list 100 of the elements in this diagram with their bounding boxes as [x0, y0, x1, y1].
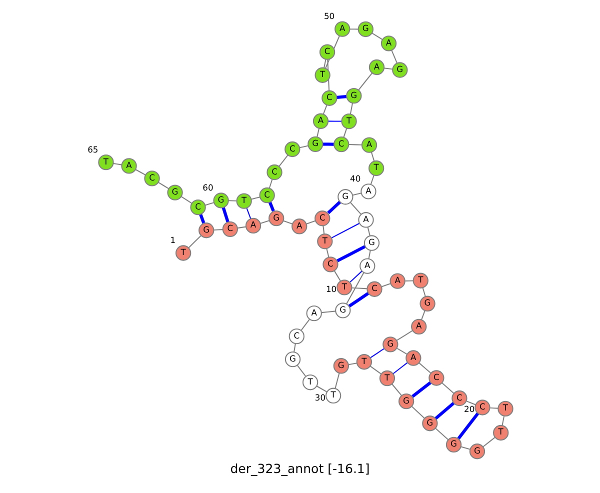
- connector: [358, 72, 373, 90]
- connector: [181, 196, 192, 204]
- node-circle: C: [366, 281, 382, 297]
- node-circle: A: [292, 218, 308, 234]
- node-circle: G: [422, 416, 438, 432]
- connector: [297, 365, 306, 376]
- node-circle: C: [284, 141, 300, 158]
- connector: [412, 381, 432, 398]
- node-circle: A: [361, 137, 378, 153]
- connector: [336, 94, 347, 99]
- node-circle: A: [306, 305, 322, 322]
- node-circle: C: [322, 256, 338, 272]
- connector: [490, 407, 498, 409]
- node-circle: A: [360, 184, 376, 200]
- connector: [214, 229, 223, 231]
- node-circle: C: [322, 90, 338, 106]
- connector: [334, 270, 341, 282]
- connector: [336, 245, 366, 262]
- connector: [352, 287, 368, 290]
- caption: der_323_annot [-16.1]: [230, 460, 370, 476]
- connector: [350, 270, 362, 282]
- node-label: 65: [88, 144, 98, 154]
- node-circle: C: [288, 328, 304, 344]
- node-label: 20: [464, 404, 475, 414]
- connector: [502, 416, 505, 426]
- connector: [435, 428, 449, 440]
- connector: [392, 384, 402, 396]
- node-circle: G: [382, 336, 398, 352]
- node-circle: G: [308, 136, 324, 152]
- connector: [442, 382, 454, 394]
- node-circle: G: [213, 192, 229, 208]
- connector: [466, 400, 476, 406]
- node-circle: T: [98, 154, 114, 170]
- connector: [434, 402, 455, 420]
- connector: [322, 310, 336, 314]
- connector: [334, 372, 340, 389]
- node-circle: A: [121, 158, 137, 174]
- node-circle: T: [314, 67, 330, 83]
- node-circle: T: [317, 234, 333, 250]
- connector: [370, 152, 375, 162]
- node-circle: C: [474, 400, 490, 416]
- node-circle: G: [335, 302, 351, 318]
- connector: [322, 226, 325, 234]
- connector: [301, 319, 310, 330]
- node-circle: C: [190, 200, 206, 216]
- connector: [392, 362, 408, 374]
- connector: [325, 36, 340, 68]
- connector: [322, 105, 328, 114]
- connector: [260, 220, 270, 224]
- node-circle: T: [368, 160, 384, 176]
- node-circle: C: [452, 390, 468, 406]
- node-circle: C: [222, 221, 238, 238]
- node-circle: G: [446, 436, 462, 453]
- connector: [370, 366, 382, 374]
- node-circle: A: [368, 59, 385, 76]
- node-label: 30: [314, 392, 326, 402]
- connector: [135, 169, 146, 176]
- node-circle: A: [358, 212, 374, 228]
- node-circle: A: [406, 350, 422, 366]
- connector: [158, 182, 170, 190]
- node-circle: G: [198, 222, 214, 238]
- connector: [327, 60, 330, 91]
- node-circle: A: [360, 258, 376, 274]
- node-circle: T: [341, 113, 357, 130]
- node-circle: G: [469, 444, 486, 460]
- node-circle: T: [336, 280, 352, 296]
- connector: [418, 362, 432, 374]
- node-circle: T: [498, 400, 514, 417]
- connector: [268, 202, 275, 212]
- node-circle: G: [420, 296, 436, 312]
- node-circle: T: [175, 245, 192, 261]
- connector: [327, 200, 342, 214]
- connector: [482, 437, 496, 448]
- node-circle: A: [334, 21, 350, 37]
- connector: [188, 235, 202, 248]
- node-label: 60: [202, 182, 214, 192]
- connector: [343, 128, 348, 138]
- connector: [251, 196, 260, 200]
- connector: [113, 163, 122, 166]
- connector: [372, 32, 383, 40]
- node-circle: T: [236, 193, 252, 209]
- node-circle: A: [411, 318, 427, 335]
- node-circle: T: [412, 272, 428, 288]
- connector: [348, 144, 362, 146]
- node-circle: G: [268, 210, 284, 226]
- connector: [316, 128, 320, 138]
- node-circle: C: [319, 44, 336, 60]
- connector: [324, 59, 326, 68]
- connector: [331, 222, 360, 238]
- node-circle: A: [390, 273, 406, 289]
- connector: [370, 175, 374, 184]
- connector: [384, 68, 392, 70]
- connector: [205, 202, 214, 206]
- node-circle: G: [333, 358, 350, 374]
- node-circle: G: [392, 62, 408, 78]
- connector: [283, 220, 292, 224]
- connector: [294, 344, 296, 352]
- connector: [457, 412, 480, 440]
- connector: [350, 202, 362, 214]
- node-circle: G: [284, 352, 301, 368]
